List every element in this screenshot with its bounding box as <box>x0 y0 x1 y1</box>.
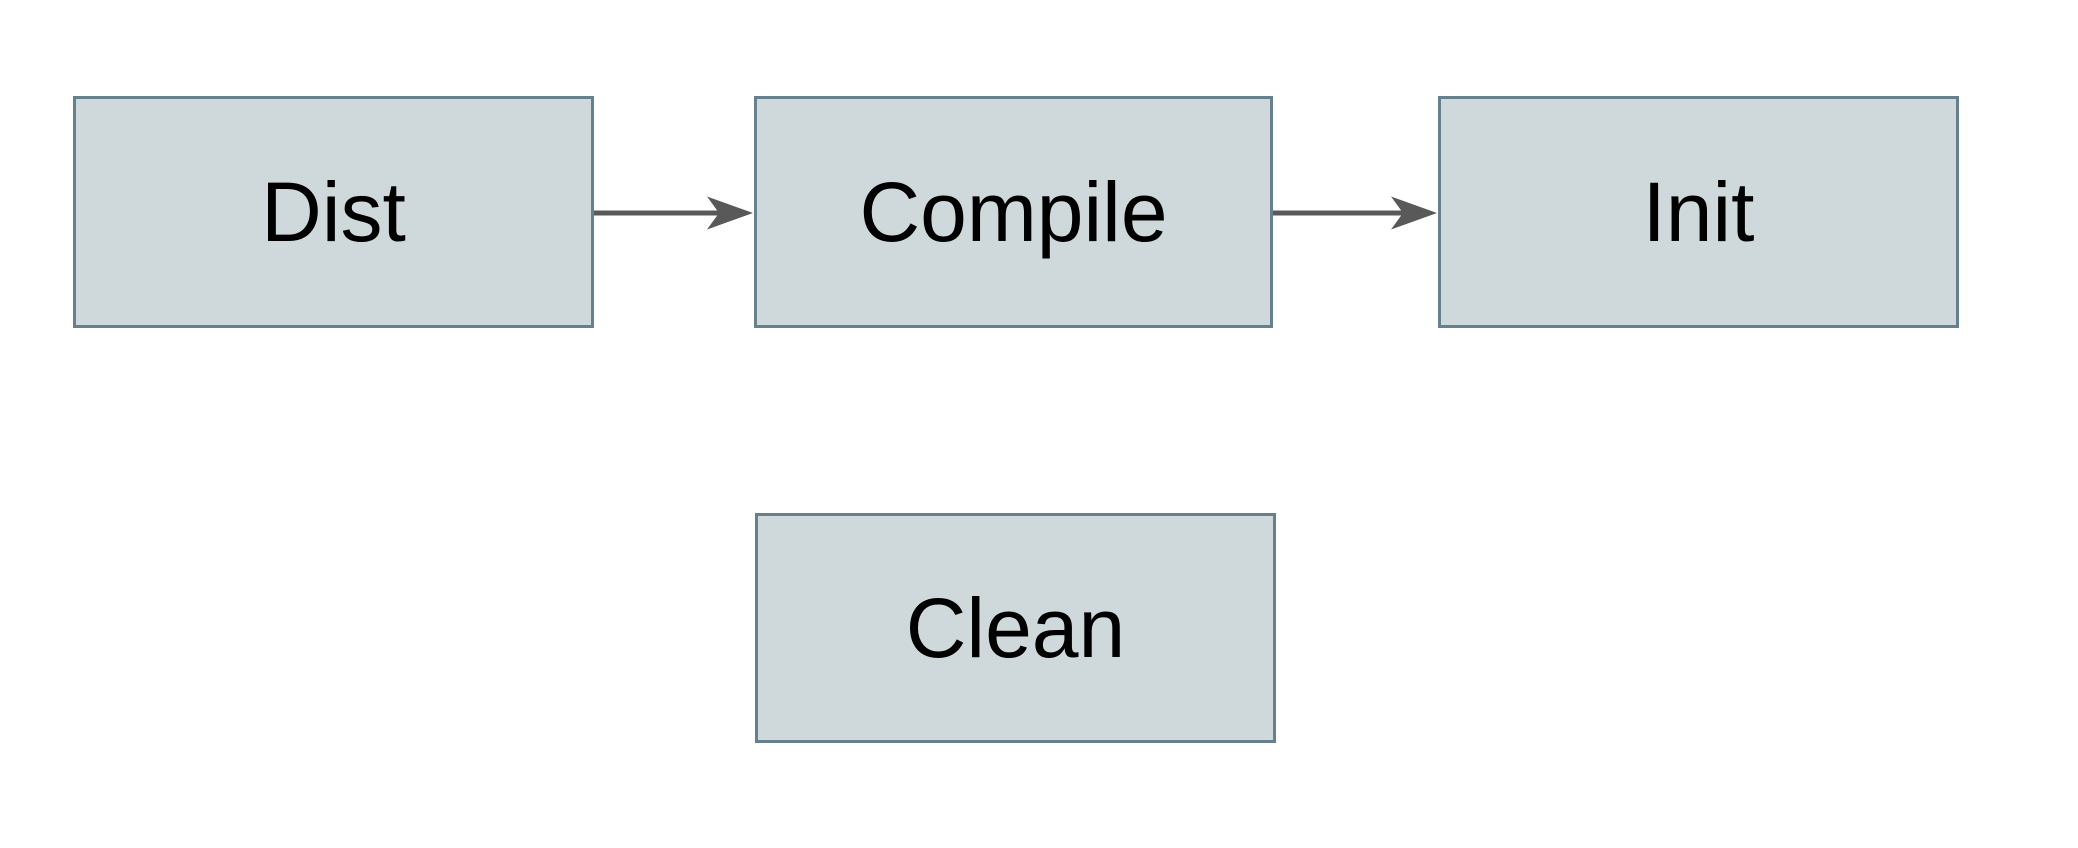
arrow-dist-to-compile-head-icon <box>707 196 753 230</box>
node-init[interactable]: Init <box>1438 96 1959 328</box>
arrow-compile-to-init-head-icon <box>1391 196 1437 230</box>
node-compile[interactable]: Compile <box>754 96 1273 328</box>
node-clean[interactable]: Clean <box>755 513 1276 743</box>
arrow-compile-to-init[interactable] <box>1273 196 1437 230</box>
node-dist-label: Dist <box>261 165 406 259</box>
node-init-label: Init <box>1642 165 1755 259</box>
arrow-dist-to-compile[interactable] <box>594 196 753 230</box>
node-dist[interactable]: Dist <box>73 96 594 328</box>
node-compile-label: Compile <box>859 165 1168 259</box>
node-clean-label: Clean <box>905 581 1126 675</box>
